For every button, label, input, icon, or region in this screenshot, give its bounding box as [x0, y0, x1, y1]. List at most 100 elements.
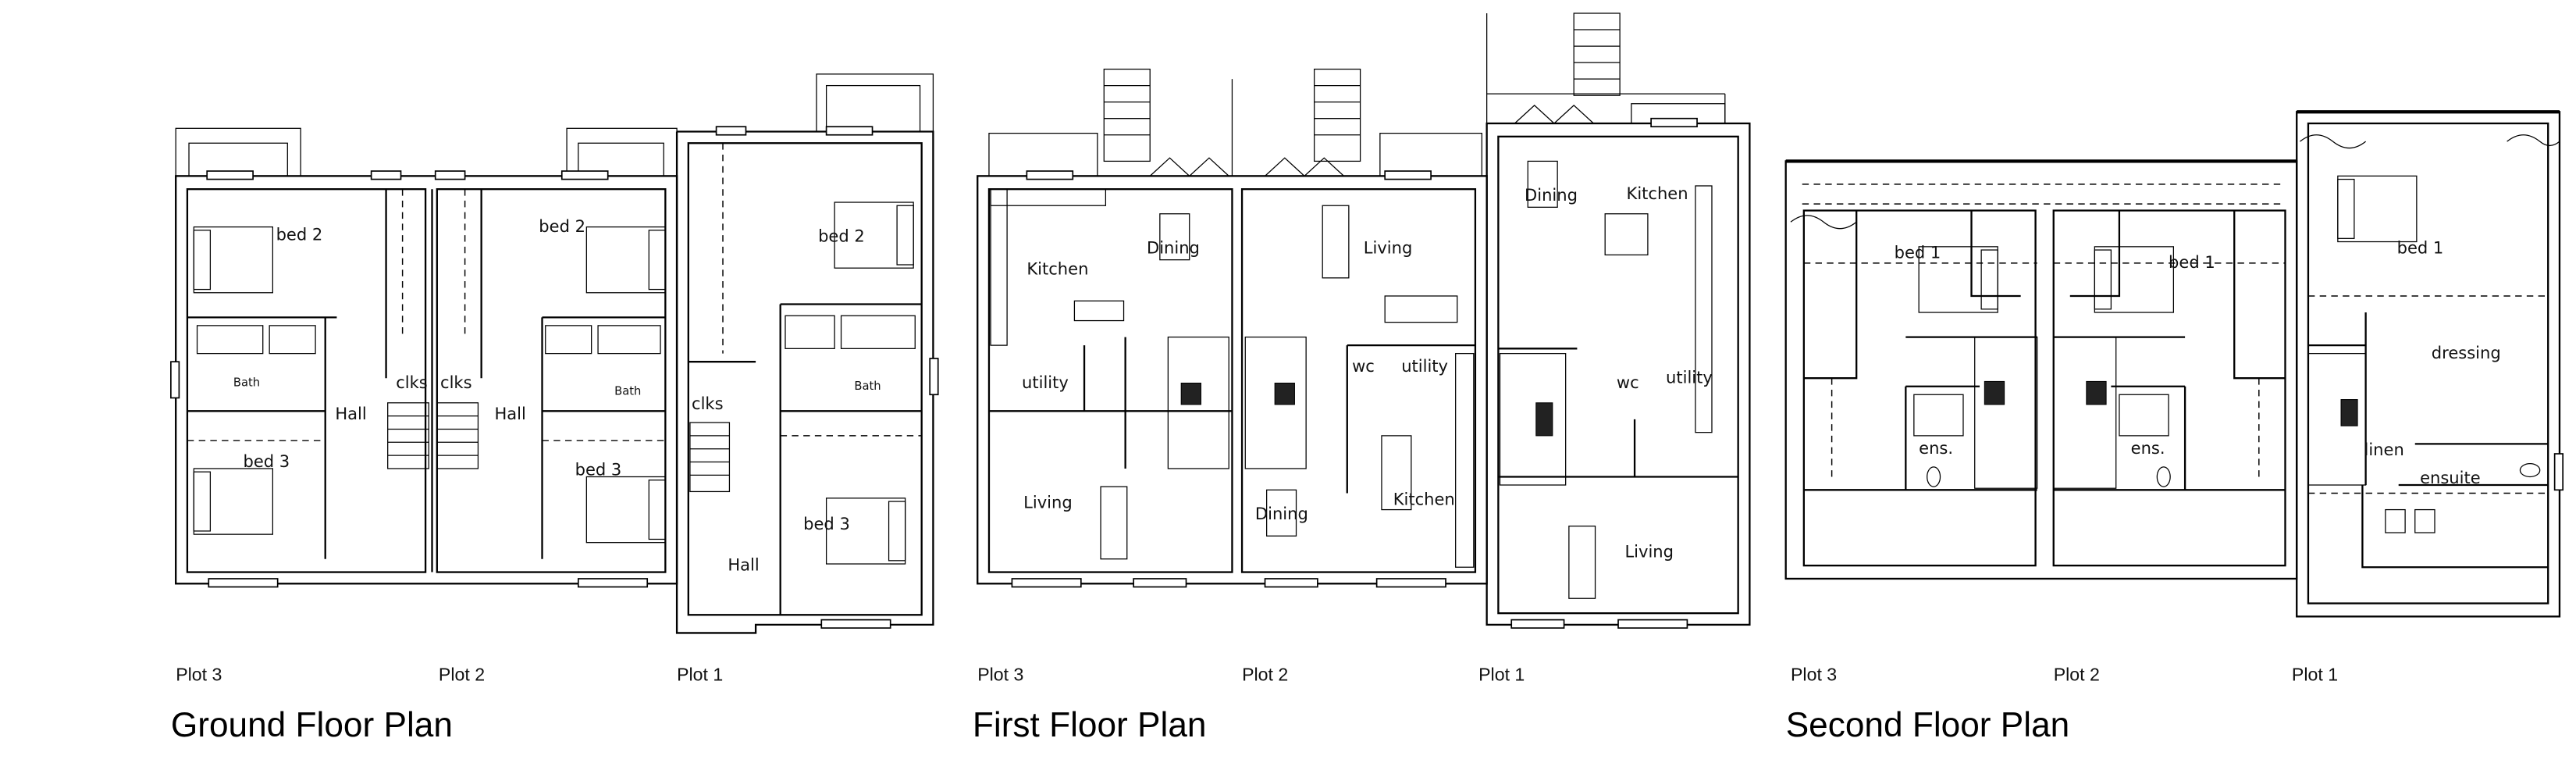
garden-box — [988, 133, 1098, 177]
garden-box-inner — [825, 84, 921, 133]
double-bed — [834, 201, 914, 269]
window — [1011, 578, 1082, 588]
plot-label: Plot 2 — [439, 664, 485, 684]
room-label: ens. — [2131, 438, 2165, 458]
plot-label: Plot 2 — [1242, 664, 1288, 684]
window — [577, 578, 649, 588]
sofa — [1322, 205, 1350, 279]
window — [929, 358, 939, 396]
bathtub — [840, 315, 916, 349]
room-label: linen — [2364, 440, 2404, 459]
wall — [2361, 485, 2549, 569]
plot-label: Plot 2 — [2054, 664, 2100, 684]
roof-break-line — [2507, 134, 2560, 147]
plan-title: Second Floor Plan — [1786, 706, 2070, 744]
double-bed — [825, 497, 906, 565]
window — [1617, 619, 1688, 629]
stair-newel — [2086, 380, 2107, 405]
plot-3-inner-wall — [186, 188, 427, 573]
plot-1-inner-wall — [2307, 122, 2549, 604]
plot-3-inner-wall — [1802, 209, 2037, 567]
room-label: Living — [1364, 237, 1413, 257]
bifold-door — [1265, 157, 1344, 177]
basin — [2414, 508, 2435, 533]
toilet — [2156, 466, 2171, 487]
plot-1-outer-wall — [675, 130, 934, 634]
window — [1264, 578, 1318, 588]
kitchen-units — [1073, 300, 1125, 322]
dormer-wall — [2069, 210, 2121, 298]
room-label: bed 1 — [1895, 243, 1941, 262]
roof-break-line — [2300, 134, 2367, 149]
staircase — [387, 402, 429, 469]
kitchen-units — [1695, 185, 1713, 433]
room-label: wc — [1617, 373, 1639, 392]
window — [2553, 453, 2564, 491]
kitchen-units — [990, 188, 1107, 206]
window — [560, 170, 609, 180]
stair-newel — [1984, 380, 2005, 405]
stair-newel — [1274, 383, 1295, 405]
room-label: wc — [1352, 356, 1375, 376]
room-label: clks — [440, 373, 472, 392]
window — [1133, 578, 1187, 588]
plot-label: Plot 3 — [176, 664, 222, 684]
staircase — [1974, 336, 2038, 489]
room-label: bed 3 — [803, 514, 850, 533]
plot-1-outer-wall — [2296, 111, 2561, 618]
roof-break-line — [1790, 215, 1857, 230]
ground-floor-plan: bed 2 bed 2 bed 2 Bath Bath Bath clks cl… — [170, 73, 939, 744]
room-label: Living — [1023, 492, 1073, 512]
room-label: bed 1 — [2169, 252, 2215, 272]
window — [434, 170, 466, 180]
room-label: bed 2 — [276, 224, 323, 244]
plot-1-inner-wall — [687, 142, 923, 616]
window — [820, 619, 891, 629]
external-stairs — [1314, 68, 1361, 162]
kitchen-units — [1455, 353, 1475, 568]
window — [170, 361, 180, 399]
plot-2-inner-wall — [436, 188, 667, 573]
staircase — [1499, 353, 1567, 486]
bathtub — [597, 325, 661, 355]
plot-label: Plot 3 — [977, 664, 1023, 684]
room-label: Hall — [728, 555, 759, 574]
room-label: utility — [1666, 368, 1713, 387]
garden-box — [566, 127, 678, 177]
plot-1-inner-wall — [1497, 135, 1739, 615]
first-floor-plan: Kitchen Dining utility Living Living wc … — [973, 12, 1751, 744]
shower — [785, 315, 835, 349]
plot-3-inner-wall — [987, 188, 1233, 573]
window — [1650, 117, 1698, 128]
room-label: ensuite — [2420, 468, 2481, 487]
shower — [269, 325, 316, 355]
room-label: Bath — [614, 384, 641, 398]
window — [370, 170, 402, 180]
window — [1510, 619, 1565, 629]
room-label: Kitchen — [1627, 184, 1688, 203]
staircase — [689, 422, 731, 493]
room-label: clks — [692, 394, 724, 413]
window — [206, 170, 254, 180]
room-label: bed 1 — [2397, 237, 2444, 257]
room-label: utility — [1401, 356, 1448, 376]
room-label: ens. — [1919, 438, 1953, 458]
double-bed — [193, 226, 273, 294]
plot-label: Plot 1 — [2292, 664, 2338, 684]
shower — [1913, 394, 1964, 437]
room-label: Bath — [233, 376, 260, 390]
room-label: Bath — [854, 380, 881, 393]
double-bed — [2337, 175, 2418, 243]
room-label: bed 2 — [539, 216, 585, 236]
double-bed — [585, 476, 666, 544]
toilet — [2519, 463, 2541, 478]
plot-2-inner-wall — [1240, 188, 1477, 573]
staircase — [1167, 336, 1229, 469]
garden-box — [1379, 133, 1482, 177]
window — [1375, 578, 1446, 588]
double-bed — [2094, 246, 2175, 313]
room-label: Kitchen — [1393, 489, 1455, 508]
stair-newel — [2340, 399, 2358, 426]
room-label: Dining — [1147, 237, 1200, 257]
